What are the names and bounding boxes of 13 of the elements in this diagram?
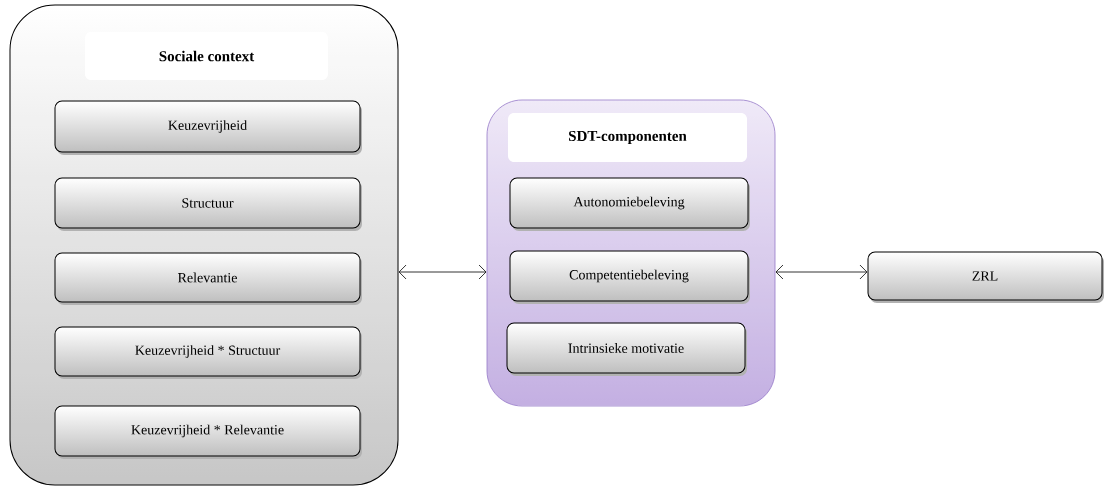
- process-box: Keuzevrijheid * Structuur: [54, 326, 361, 377]
- heading-box: Sociale context: [85, 32, 328, 80]
- arrow: [775, 264, 868, 280]
- process-box: Relevantie: [54, 252, 361, 303]
- heading-box: SDT-componenten: [508, 113, 747, 162]
- process-box: Keuzevrijheid * Relevantie: [54, 405, 361, 457]
- process-box: Autonomiebeleving: [509, 177, 749, 229]
- process-box: Keuzevrijheid: [54, 100, 361, 153]
- process-box: Intrinsieke motivatie: [506, 322, 746, 374]
- process-box: Competentiebeleving: [509, 250, 749, 302]
- process-box: ZRL: [867, 251, 1103, 301]
- arrow: [398, 264, 487, 280]
- process-box: Structuur: [54, 177, 361, 229]
